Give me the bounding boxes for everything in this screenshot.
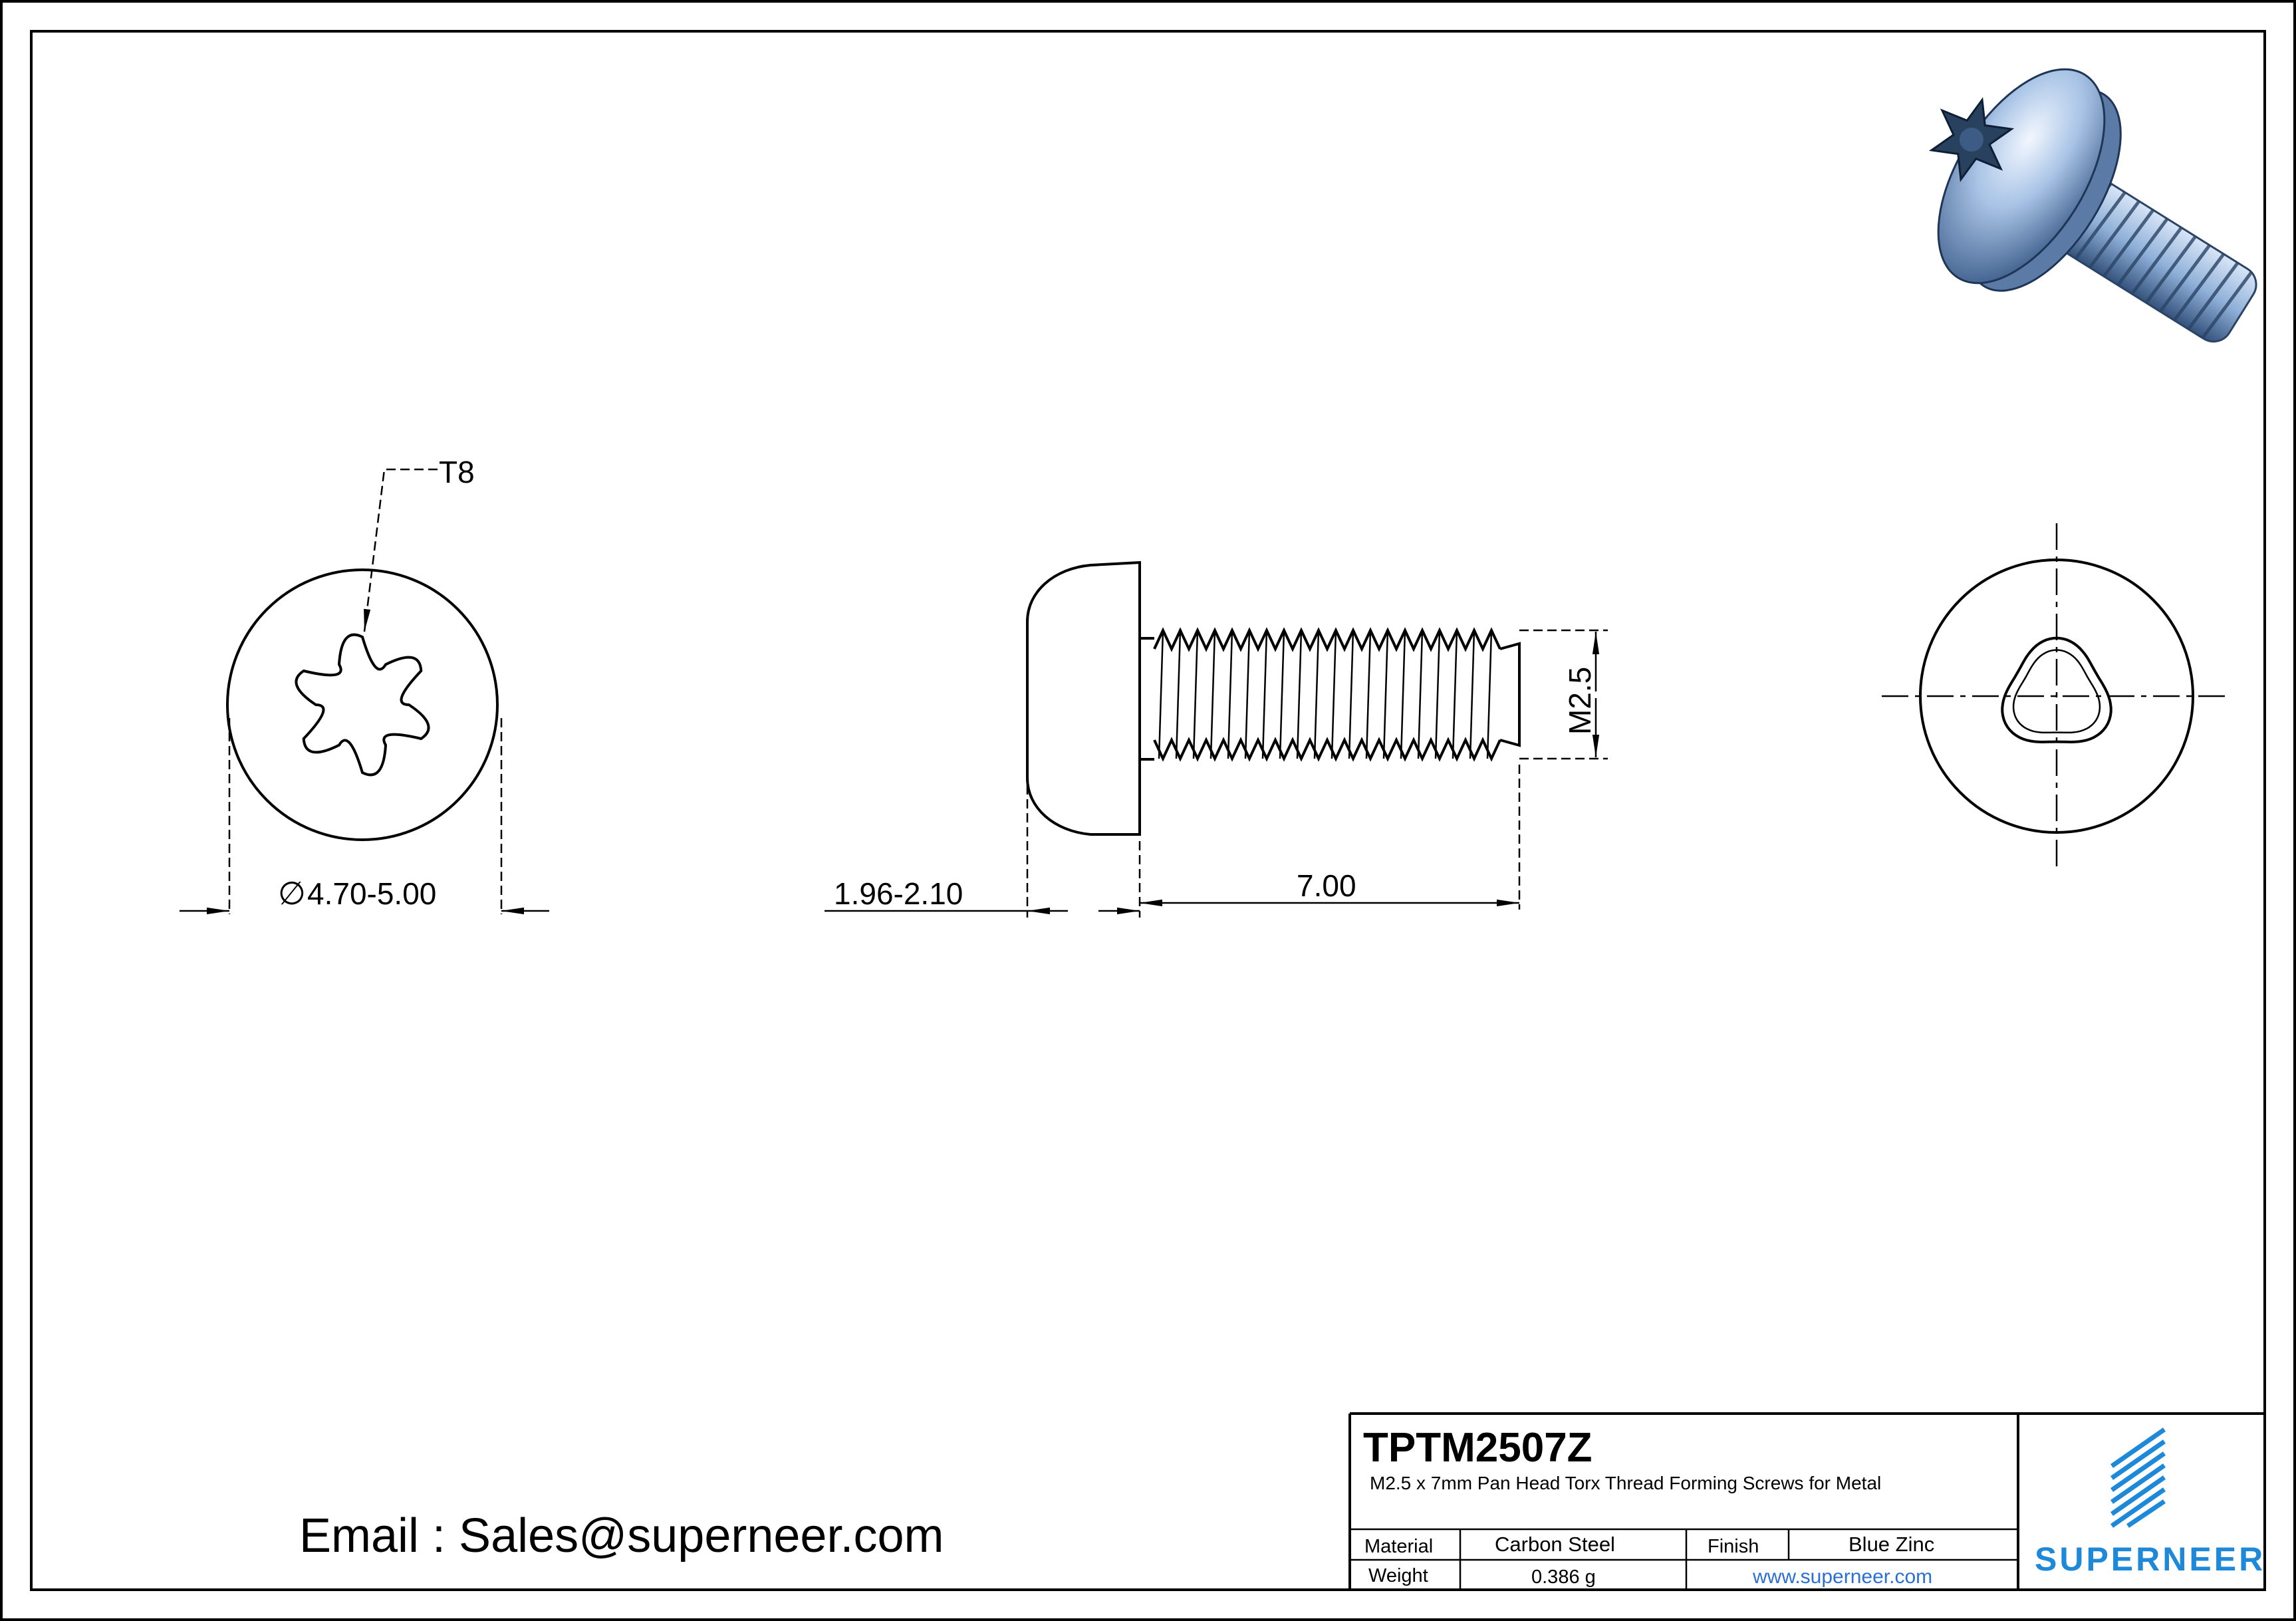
thread-crest-line (1279, 630, 1285, 759)
thread-crest-line (1244, 630, 1251, 759)
top-view: T8 ∅ 4.70-5.00 (180, 455, 549, 915)
thread-crest-line (1192, 630, 1199, 759)
thread-profile (1153, 627, 1521, 762)
thread-crest-line (1365, 630, 1372, 759)
superneer-logo-icon (2110, 1428, 2166, 1528)
thread-size-dimension: M2.5 (1563, 667, 1597, 735)
trilobular-outer (2001, 636, 2112, 744)
thread-crest-line (1469, 630, 1475, 759)
thread-crest-line (1382, 630, 1389, 759)
brand-name: SUPERNEER (2035, 1541, 2265, 1578)
head-height-dimension: 1.96-2.10 (834, 876, 963, 911)
thread-crest-line (1313, 630, 1320, 759)
thread-crest-line (1261, 630, 1268, 759)
length-dimension: 7.00 (1297, 868, 1356, 903)
weight-value: 0.386 g (1531, 1566, 1596, 1588)
thread-crest-line (1175, 630, 1182, 759)
end-view (1882, 523, 2232, 873)
screw-3d-render (1928, 68, 2257, 343)
weight-label: Weight (1368, 1565, 1428, 1586)
thread-crest-line (1296, 630, 1303, 759)
thread-crest-line (1331, 630, 1337, 759)
title-block: TPTM2507Z M2.5 x 7mm Pan Head Torx Threa… (1348, 1412, 2265, 1590)
torx-size-label: T8 (439, 455, 475, 489)
diameter-symbol: ∅ (278, 876, 306, 912)
screw-tip (1499, 642, 1521, 747)
thread-edge (1153, 737, 1501, 762)
thread-crest-line (1158, 630, 1164, 759)
head-diameter-dimension: 4.70-5.00 (307, 876, 436, 911)
thread-crest-line (1348, 630, 1354, 759)
trilobular-inner (2012, 649, 2101, 734)
inner-border (30, 30, 2266, 1591)
website-link[interactable]: www.superneer.com (1752, 1566, 1932, 1588)
part-description: M2.5 x 7mm Pan Head Torx Thread Forming … (1370, 1473, 1881, 1493)
finish-label: Finish (1708, 1536, 1759, 1557)
torx-recess (295, 633, 430, 777)
thread-crest-line (1452, 630, 1458, 759)
part-number: TPTM2507Z (1363, 1425, 1593, 1471)
thread-crest-line (1417, 630, 1424, 759)
thread-crest-line (1434, 630, 1441, 759)
material-value: Carbon Steel (1495, 1533, 1615, 1556)
contact-email: Email : Sales@superneer.com (299, 1509, 944, 1562)
thread-crest-line (1486, 630, 1493, 759)
finish-value: Blue Zinc (1849, 1533, 1934, 1556)
side-view: M2.5 1.96-2.10 7.00 (825, 561, 1608, 918)
material-label: Material (1364, 1536, 1433, 1557)
thread-edge (1153, 627, 1501, 652)
thread-crest-line (1227, 630, 1233, 759)
thread-crest-line (1400, 630, 1406, 759)
thread-crest-line (1210, 630, 1216, 759)
